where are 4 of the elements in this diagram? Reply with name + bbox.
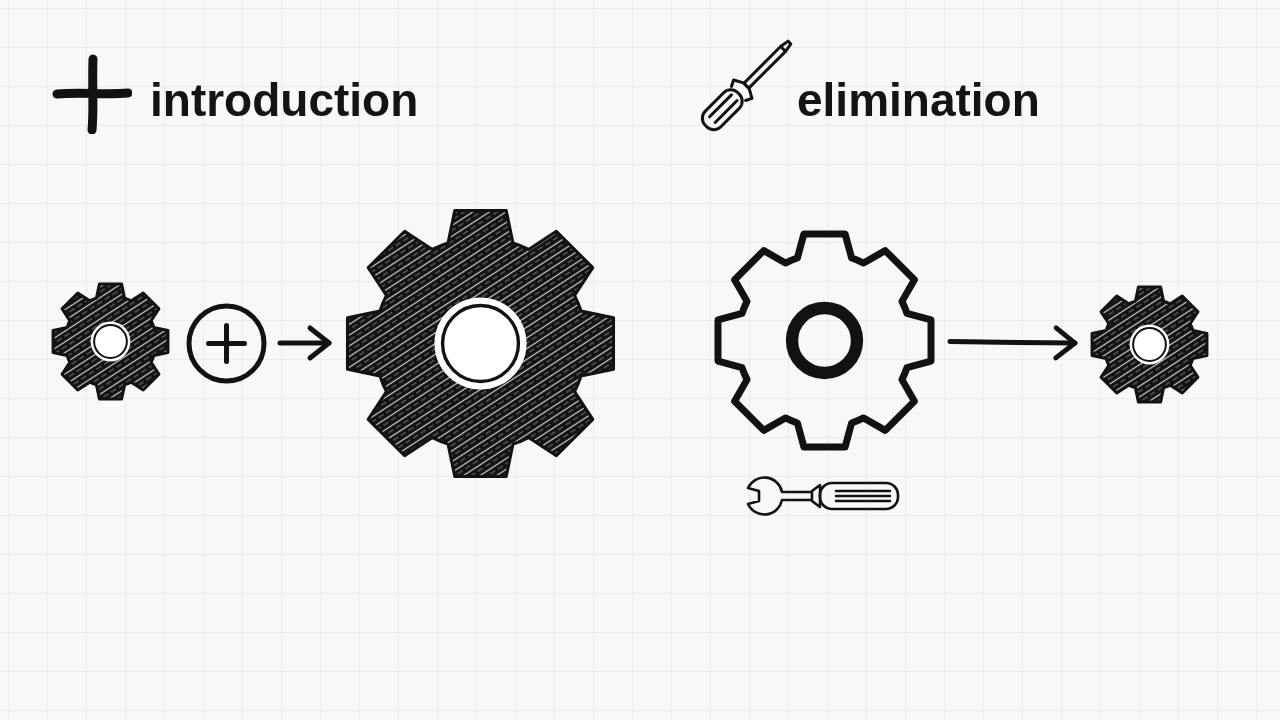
- section-heading: elimination: [797, 77, 1040, 123]
- arrow: [947, 325, 1078, 361]
- arrow: [277, 325, 332, 361]
- section-heading: introduction: [150, 77, 419, 123]
